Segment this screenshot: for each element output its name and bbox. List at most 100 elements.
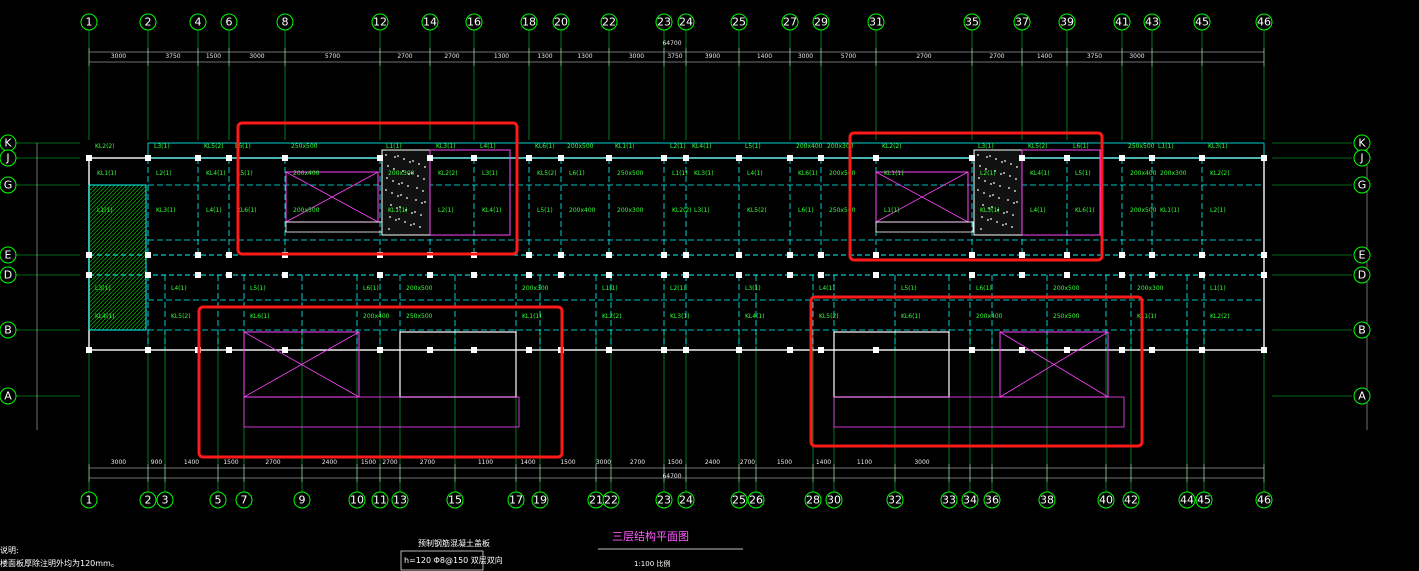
beam-tag: L2(1) xyxy=(670,285,686,292)
column xyxy=(606,347,612,353)
stair-dot xyxy=(979,165,981,167)
beam-tag: KL3(1) xyxy=(1208,143,1228,150)
dimension-text: 1400 xyxy=(1037,53,1052,60)
axis-bubble-circle xyxy=(348,491,366,509)
axis-bubble-top: 45 xyxy=(1193,13,1211,31)
axis-bubble-circle xyxy=(1353,149,1371,167)
dimension-text: 3750 xyxy=(165,53,180,60)
stair-dot xyxy=(1003,212,1005,214)
axis-bubble-label: 30 xyxy=(827,494,841,507)
stair-dot xyxy=(994,170,996,172)
column xyxy=(736,347,742,353)
axis-bubble-label: 19 xyxy=(533,494,547,507)
stair-dot xyxy=(1007,199,1009,201)
axis-bubble-circle xyxy=(747,491,765,509)
dimension-text: 1400 xyxy=(757,53,772,60)
axis-bubble-circle xyxy=(1193,13,1211,31)
dimension-text: 2700 xyxy=(444,53,459,60)
stair-dot xyxy=(408,173,410,175)
dimension-text: 3000 xyxy=(249,53,264,60)
axis-bubble-top: 6 xyxy=(220,13,238,31)
dimension-text: 1300 xyxy=(494,53,509,60)
stair-dot xyxy=(1006,211,1008,213)
stair-dot xyxy=(424,201,426,203)
axis-bubble-label: 24 xyxy=(679,494,693,507)
axis-bubble-circle xyxy=(812,13,830,31)
axis-bubble-top: 4 xyxy=(189,13,207,31)
dimension-text: 1400 xyxy=(816,459,831,466)
beam-tag: L2(1) xyxy=(980,170,996,177)
axis-bubble-circle xyxy=(1195,491,1213,509)
beam-tag: L6(1) xyxy=(569,170,585,177)
beam-tag: KL3(1) xyxy=(670,313,690,320)
axis-bubble-top: 16 xyxy=(465,13,483,31)
axis-bubble-right: B xyxy=(1353,321,1371,339)
axis-bubble-circle xyxy=(804,491,822,509)
beam-tag: KL6(1) xyxy=(798,170,818,177)
stair-dot xyxy=(385,189,387,191)
stair-dot xyxy=(407,185,409,187)
beam-tag: L1(1) xyxy=(602,285,618,292)
axis-bubble-circle xyxy=(531,491,549,509)
axis-bubble-circle xyxy=(0,246,17,264)
axis-bubble-circle xyxy=(0,149,17,167)
column xyxy=(873,347,879,353)
axis-bubble-label: 35 xyxy=(965,16,979,29)
beam-tag: KL6(1) xyxy=(535,143,555,150)
beam-tag: L2(1) xyxy=(156,170,172,177)
beam-tag: 250x500 xyxy=(1053,313,1080,320)
axis-bubble-label: 8 xyxy=(282,16,289,29)
beam-tag: KL6(1) xyxy=(237,207,257,214)
dimension-text: 3000 xyxy=(111,53,126,60)
stair-dot xyxy=(991,206,993,208)
axis-bubble-circle xyxy=(552,13,570,31)
stair-dot xyxy=(978,177,980,179)
column xyxy=(736,155,742,161)
axis-bubble-left: D xyxy=(0,266,17,284)
stair-dot xyxy=(396,207,398,209)
axis-bubble-circle xyxy=(600,13,618,31)
column xyxy=(787,252,793,258)
axis-bubble-label: 11 xyxy=(373,494,387,507)
column xyxy=(1119,252,1125,258)
dimension-text: 3900 xyxy=(705,53,720,60)
axis-bubble-circle xyxy=(677,491,695,509)
axis-bubble-right: G xyxy=(1353,176,1371,194)
beam-tag: L5(1) xyxy=(537,207,553,214)
beam-tag: 200x500 xyxy=(829,170,856,177)
column xyxy=(558,252,564,258)
highlight-box xyxy=(236,121,519,256)
axis-bubble-circle xyxy=(0,266,17,284)
axis-bubble-label: A xyxy=(4,390,12,403)
dimension-text: 3000 xyxy=(914,459,929,466)
dimension-text: 2700 xyxy=(265,459,280,466)
column xyxy=(1119,155,1125,161)
column xyxy=(282,272,288,278)
stair-dot xyxy=(1009,175,1011,177)
column xyxy=(86,252,92,258)
stair-dot xyxy=(419,226,421,228)
dimension-text: 1300 xyxy=(577,53,592,60)
stair-dot xyxy=(1001,161,1003,163)
stair-dot xyxy=(990,183,992,185)
axis-bubble-top: 37 xyxy=(1013,13,1031,31)
axis-bubble-label: 25 xyxy=(732,494,746,507)
stair-dot xyxy=(390,204,392,206)
dimension-text: 1500 xyxy=(206,53,221,60)
slab-note-title: 预制钢筋混凝土盖板 xyxy=(418,538,490,548)
shaft-cross xyxy=(243,331,360,398)
axis-bubble-label: 16 xyxy=(467,16,481,29)
column xyxy=(1199,272,1205,278)
highlight-box xyxy=(809,295,1144,448)
beam-tag: KL1(1) xyxy=(884,170,904,177)
stair-dot xyxy=(1002,224,1004,226)
column xyxy=(661,155,667,161)
stair-dot xyxy=(389,216,391,218)
axis-bubble-label: 29 xyxy=(814,16,828,29)
stair-dot xyxy=(988,207,990,209)
floor-plan-geometry xyxy=(86,142,1267,428)
beam-tag: 200x300 xyxy=(827,143,854,150)
axis-bubble-bottom: 22 xyxy=(602,491,620,509)
beam-tag: KL5(2) xyxy=(537,170,557,177)
axis-bubble-circle xyxy=(1143,13,1161,31)
